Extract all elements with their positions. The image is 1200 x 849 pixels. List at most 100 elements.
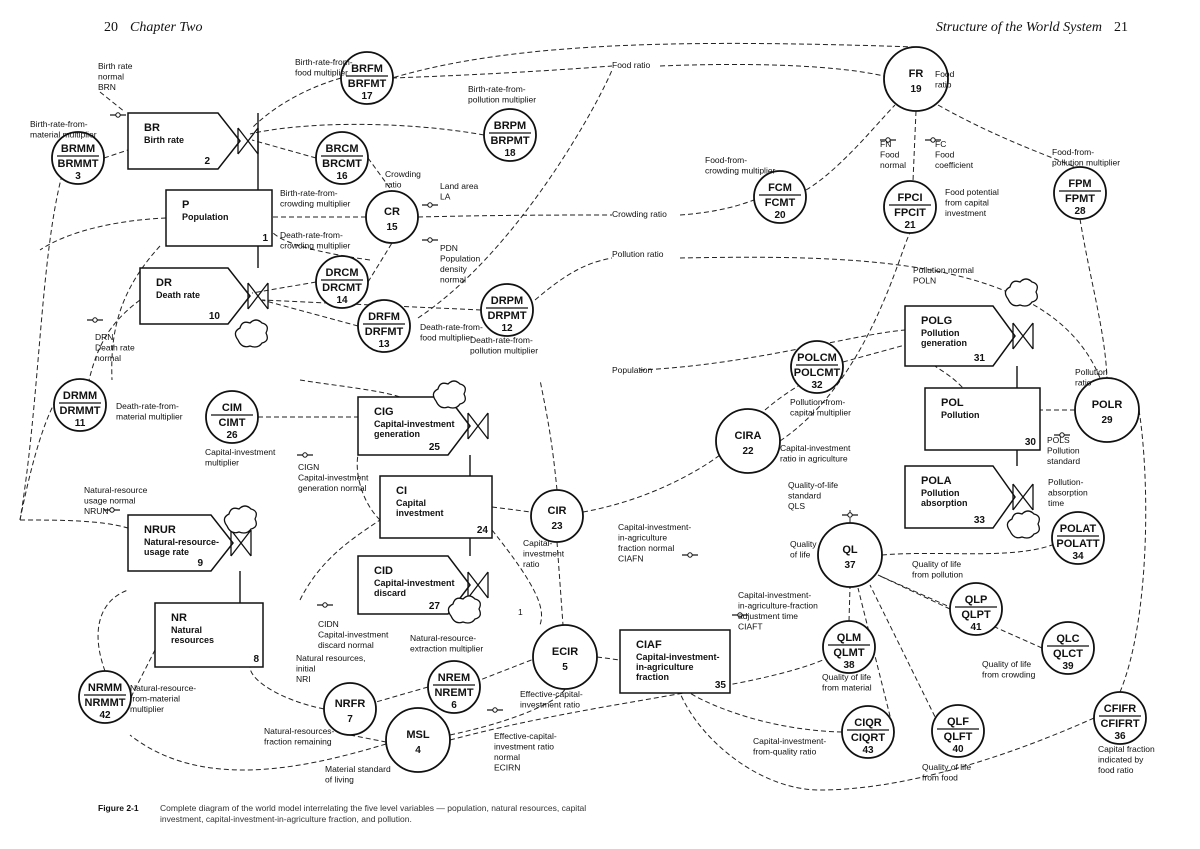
label-brmm: material multiplier: [30, 130, 97, 140]
influence-link: [659, 63, 885, 77]
parameter-node: [687, 552, 693, 558]
aux-number: 32: [811, 380, 823, 391]
label-cim: multiplier: [205, 458, 239, 468]
aux-number: 7: [347, 714, 353, 725]
influence-link: [881, 544, 1053, 556]
label-ecirn: Effective-capital-: [494, 731, 557, 741]
figure-number: Figure 2-1: [98, 803, 139, 813]
influence-link: [299, 379, 401, 398]
aux-abbr: FPCI: [897, 192, 922, 204]
level-number: 35: [715, 680, 727, 691]
parameter-node: [427, 202, 433, 208]
aux-number: 12: [501, 323, 513, 334]
label-population-mid: Population: [612, 365, 652, 375]
aux-circle: [530, 489, 584, 543]
label-drn: Death rate: [95, 343, 135, 353]
aux-table: FPCIT: [894, 207, 926, 219]
label-brmm: Birth-rate-from-: [30, 119, 88, 129]
rate-box-nrur: [127, 514, 234, 572]
level-box-pol: [924, 387, 1041, 451]
label-ciaft: adjustment time: [738, 611, 798, 621]
influence-link: [842, 344, 906, 363]
cloud-icon: [447, 595, 481, 624]
influence-link: [805, 104, 896, 191]
valve-nrur: [230, 529, 252, 557]
influence-link: [479, 656, 540, 681]
influence-link: [539, 379, 558, 491]
influence-link: [779, 232, 911, 442]
level-desc: Capital-investment: [374, 419, 455, 429]
parameter-node: [1059, 432, 1065, 438]
influence-link: [299, 519, 381, 601]
influence-link: [97, 589, 129, 672]
label-ciaft: CIAFT: [738, 622, 763, 632]
label-fpm: Food-from-: [1052, 147, 1094, 157]
label-polat: Pollution-: [1048, 477, 1084, 487]
label-nrmm: multiplier: [130, 704, 164, 714]
valve-polg: [1012, 322, 1034, 350]
level-abbr: NR: [171, 612, 187, 624]
aux-abbr: FCM: [768, 182, 792, 194]
influence-link: [491, 529, 543, 626]
section-title: Structure of the World System: [935, 20, 1102, 35]
level-box-ci: [379, 475, 493, 539]
label-polr: Pollution: [1075, 367, 1108, 377]
aux-abbr: CIQR: [854, 717, 882, 729]
influence-link: [679, 256, 1101, 379]
label-brcm: Birth-rate-from-: [280, 188, 338, 198]
aux-abbr: NRFR: [335, 698, 366, 710]
label-ecirn: investment ratio: [494, 742, 554, 752]
rate-box-pola: [904, 465, 1016, 529]
label-cir: investment: [523, 549, 565, 559]
label-brn: normal: [98, 72, 124, 82]
aux-table: DRPMT: [487, 310, 526, 322]
label-fpci: from capital: [945, 198, 989, 208]
aux-table: CIQRT: [851, 732, 886, 744]
level-number: 30: [1025, 437, 1037, 448]
aux-table: QLMT: [833, 647, 864, 659]
influence-link: [79, 299, 141, 432]
influence-link: [251, 77, 342, 129]
aux-number: 18: [504, 148, 516, 159]
aux-number: 43: [862, 745, 874, 756]
level-abbr: DR: [156, 277, 172, 289]
label-qlf: from food: [922, 773, 958, 783]
aux-circle: [78, 670, 132, 724]
aux-number: 4: [415, 745, 421, 756]
influence-link: [130, 649, 156, 698]
label-nrun: NRUN: [84, 506, 109, 516]
parameter-node: [427, 237, 433, 243]
label-ciafn: CIAFN: [618, 554, 644, 564]
aux-number: 34: [1072, 551, 1084, 562]
aux-number: 26: [226, 430, 238, 441]
label-qls: Quality-of-life: [788, 480, 838, 490]
influence-link: [129, 734, 387, 771]
aux-number: 41: [970, 622, 982, 633]
label-fc: FC: [935, 139, 946, 149]
aux-table: DRFMT: [365, 326, 404, 338]
aux-abbr: BRMM: [61, 143, 95, 155]
aux-abbr: CIRA: [735, 430, 762, 442]
label-ecir: Effective-capital-: [520, 689, 583, 699]
aux-table: DRCMT: [322, 282, 362, 294]
valve-dr: [247, 282, 269, 310]
influence-link: [582, 454, 721, 513]
label-nrmm: from-material: [130, 694, 180, 704]
label-ql: Quality: [790, 539, 817, 549]
aux-abbr: DRCM: [326, 267, 359, 279]
